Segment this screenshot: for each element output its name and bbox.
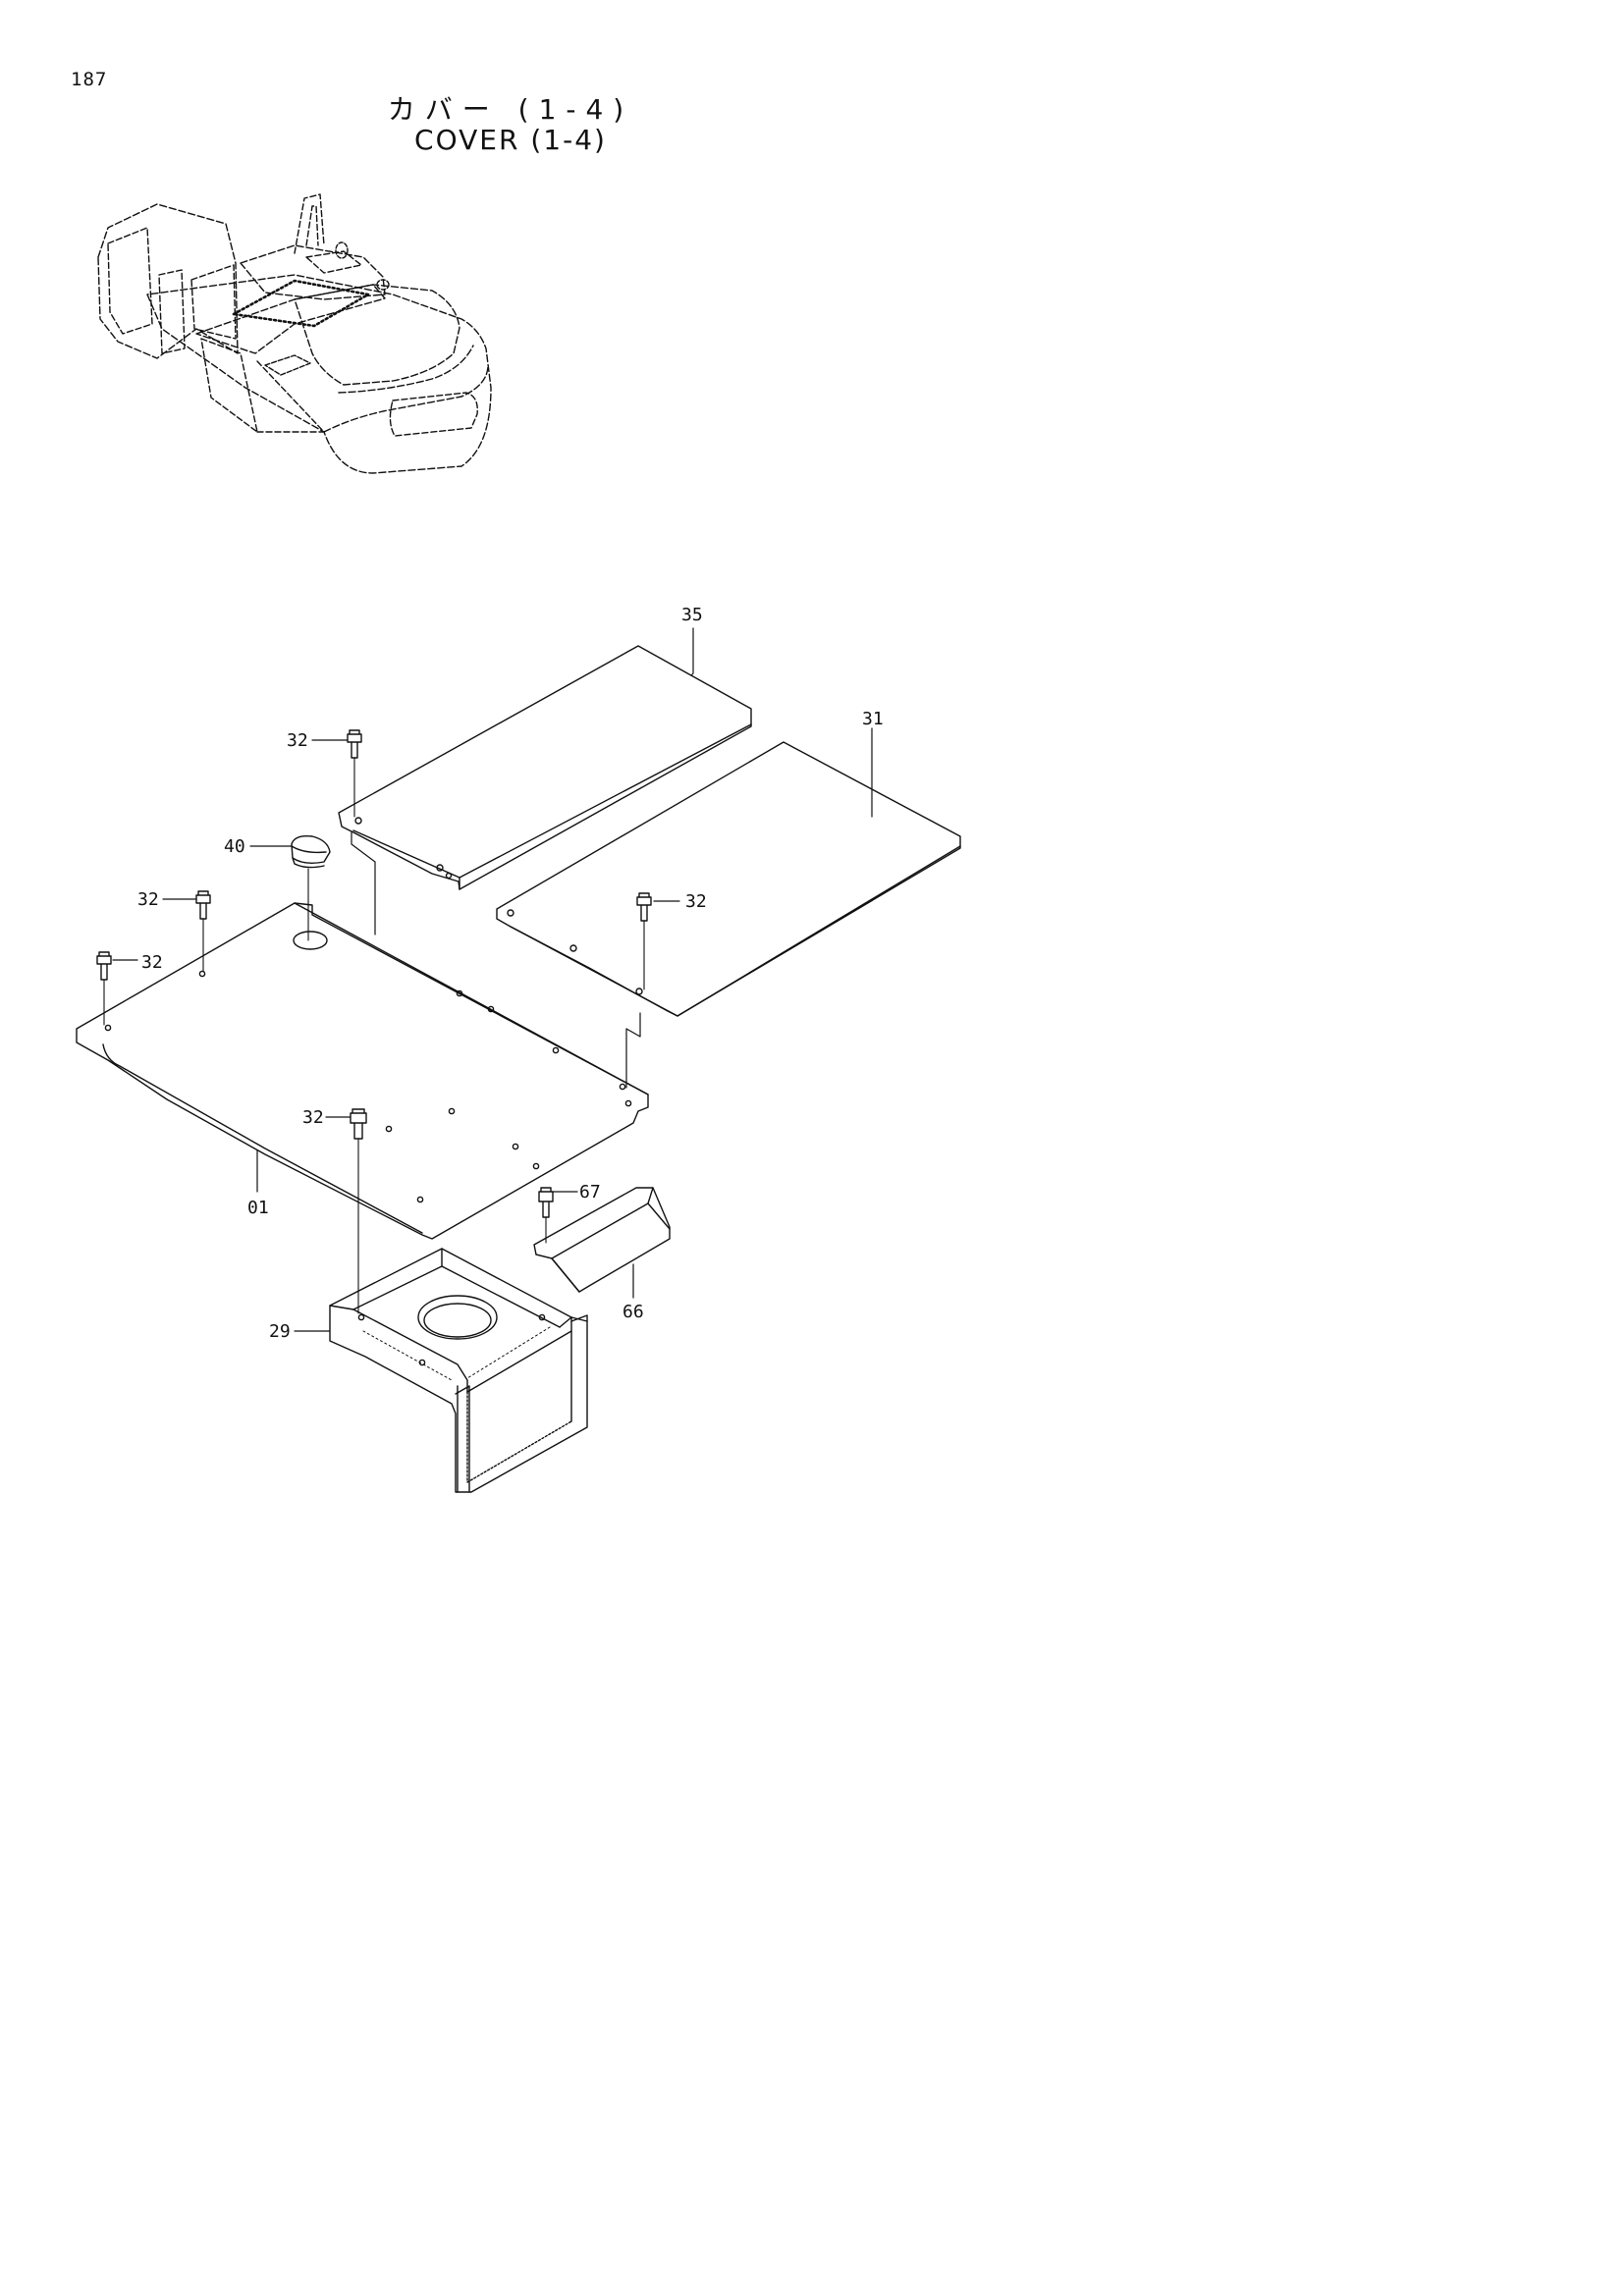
page-number: 187 — [71, 69, 108, 90]
parts-diagram: 35 31 32 40 32 32 32 32 01 67 66 29 — [76, 193, 961, 1493]
label-part-67: 67 — [579, 1182, 601, 1202]
part-01-floor-plate — [76, 902, 649, 1240]
part-29-box — [329, 1248, 588, 1493]
label-part-32-top: 32 — [287, 730, 308, 751]
label-part-32-center: 32 — [302, 1107, 324, 1128]
excavator-overview-illustration — [97, 193, 492, 474]
label-part-32-right: 32 — [685, 891, 707, 912]
label-part-29: 29 — [269, 1321, 291, 1342]
label-part-35: 35 — [681, 605, 703, 625]
label-part-66: 66 — [622, 1302, 644, 1322]
part-number-labels: 35 31 32 40 32 32 32 32 01 67 66 29 — [137, 605, 884, 1342]
part-40-cap — [291, 834, 331, 941]
part-32-bolts — [96, 729, 652, 1314]
title-japanese: カバー (1-4) — [387, 93, 634, 126]
label-part-31: 31 — [862, 709, 884, 729]
label-part-01: 01 — [247, 1198, 269, 1218]
label-part-32-left-lower: 32 — [141, 952, 163, 973]
leader-lines — [112, 627, 873, 1332]
label-part-40: 40 — [224, 836, 245, 857]
part-31-floor-plate — [496, 741, 961, 1089]
part-35-cover-plate — [338, 645, 752, 935]
part-66-bracket — [533, 1187, 671, 1293]
title-english: COVER (1-4) — [414, 124, 607, 156]
part-67-bolt — [538, 1187, 554, 1244]
label-part-32-left-upper: 32 — [137, 889, 159, 910]
